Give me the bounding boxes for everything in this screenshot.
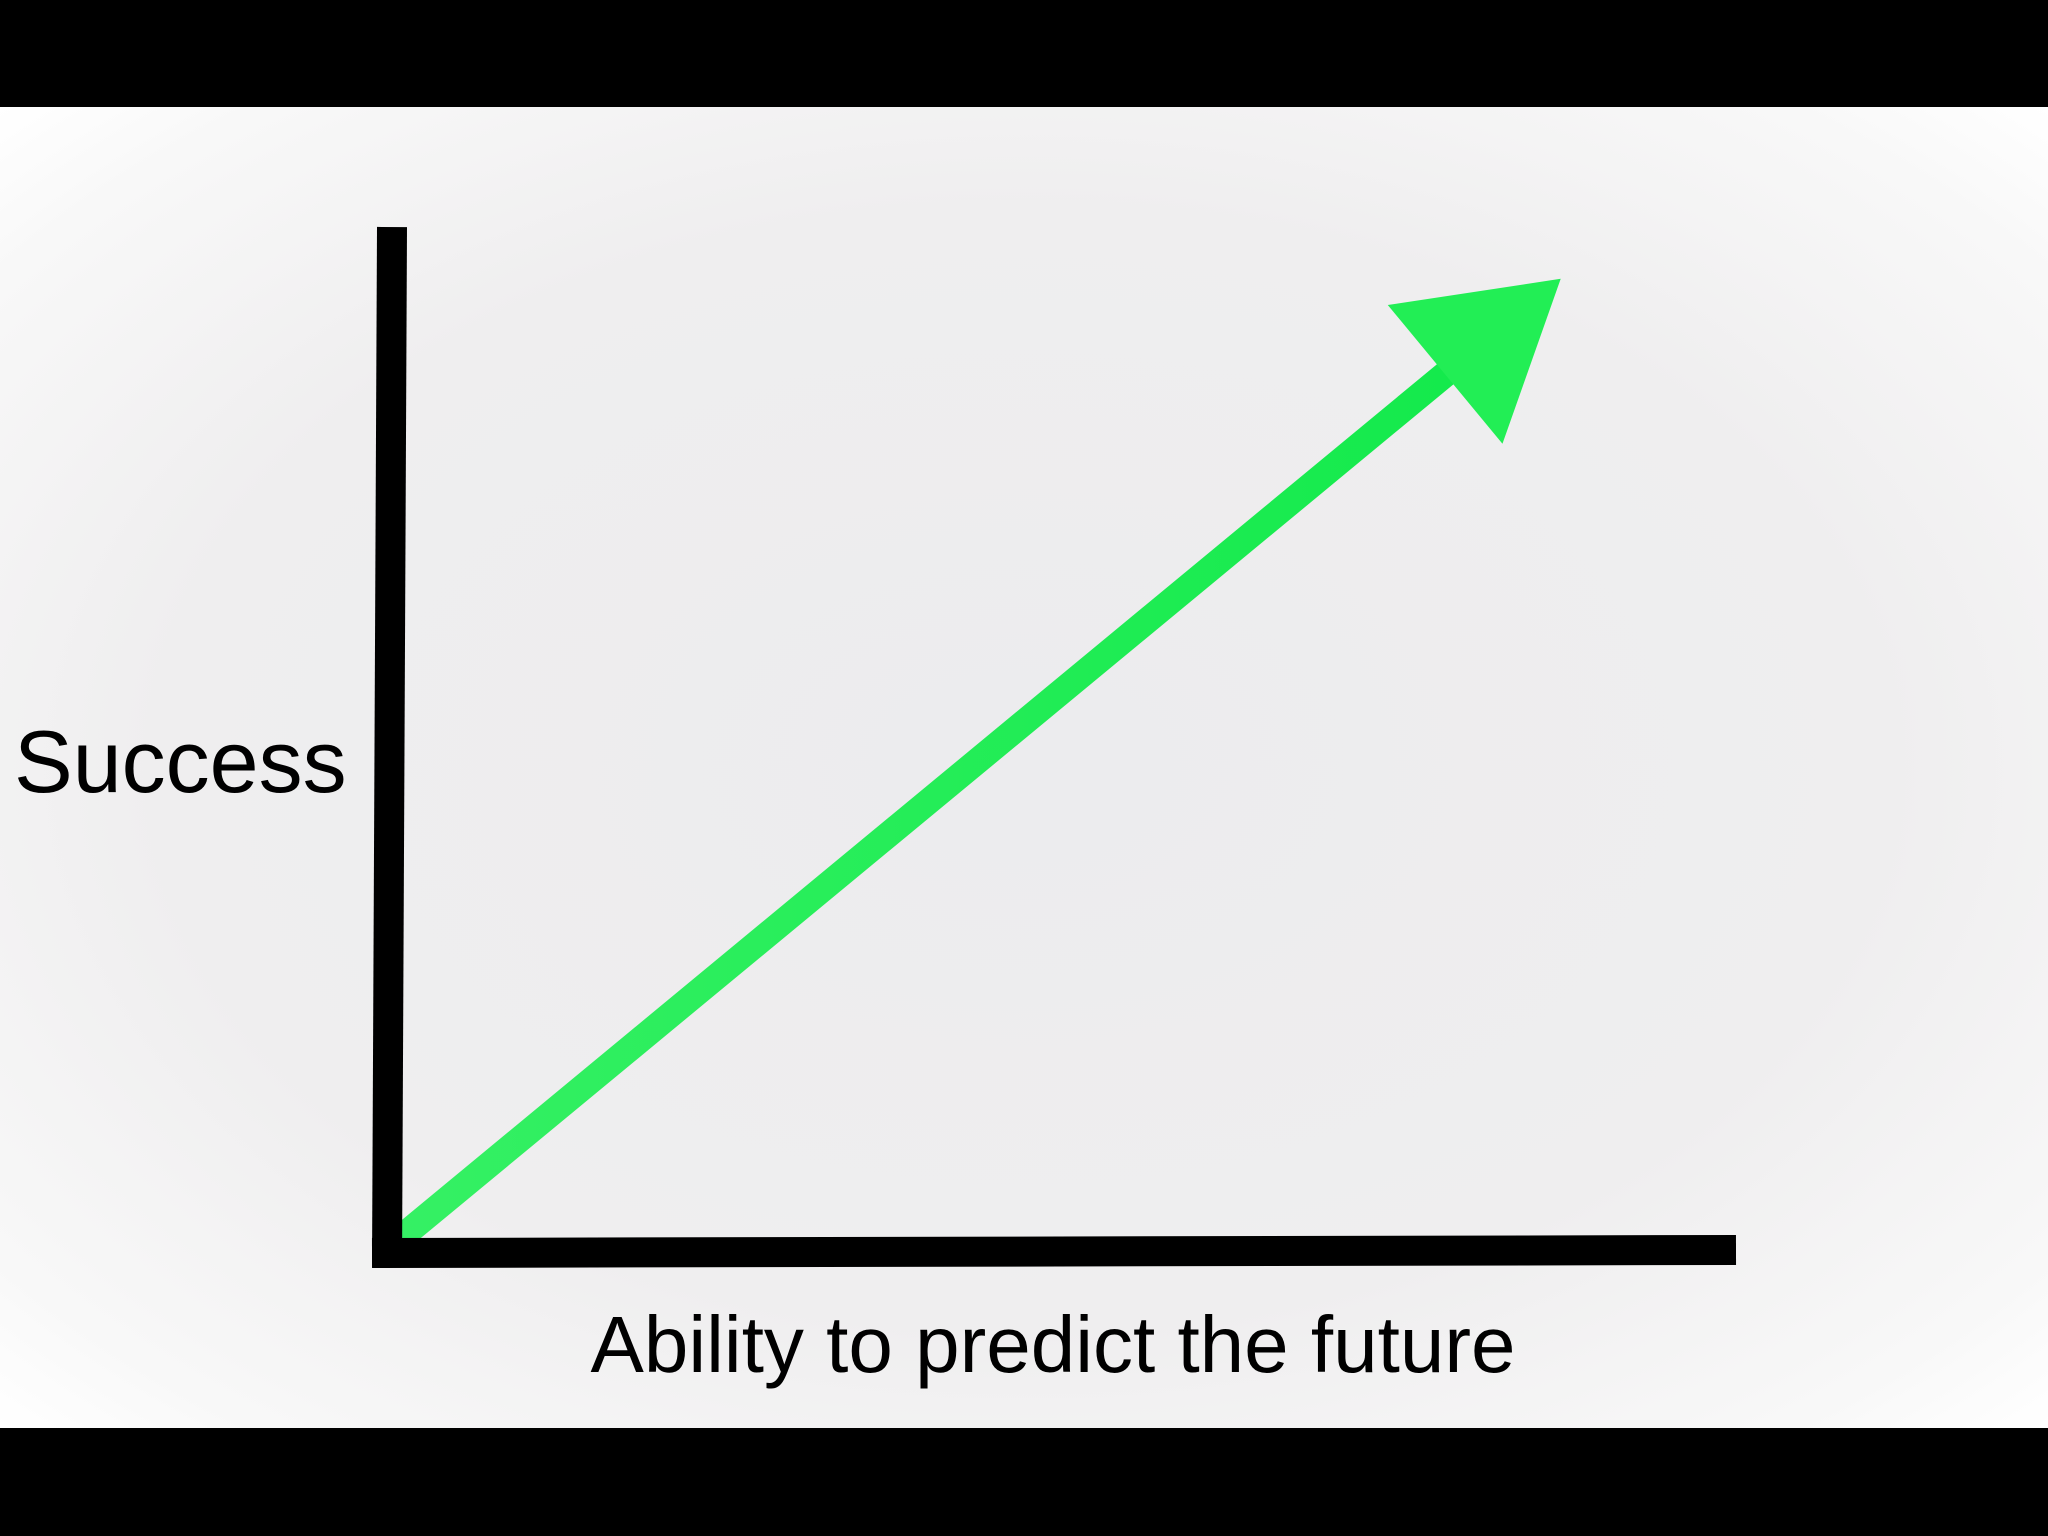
chart: Success Ability to predict the future <box>14 226 1737 1389</box>
slide: Success Ability to predict the future <box>0 107 2048 1428</box>
y-axis <box>372 226 407 1268</box>
x-axis <box>371 1235 1737 1268</box>
series-arrow-shaft <box>389 357 1462 1251</box>
letterbox-top <box>0 0 2048 107</box>
y-axis-label: Success <box>14 712 347 811</box>
series-arrow-head <box>1387 278 1561 444</box>
series-layer <box>389 278 1561 1251</box>
letterbox-bottom <box>0 1428 2048 1536</box>
x-axis-label: Ability to predict the future <box>591 1300 1516 1389</box>
